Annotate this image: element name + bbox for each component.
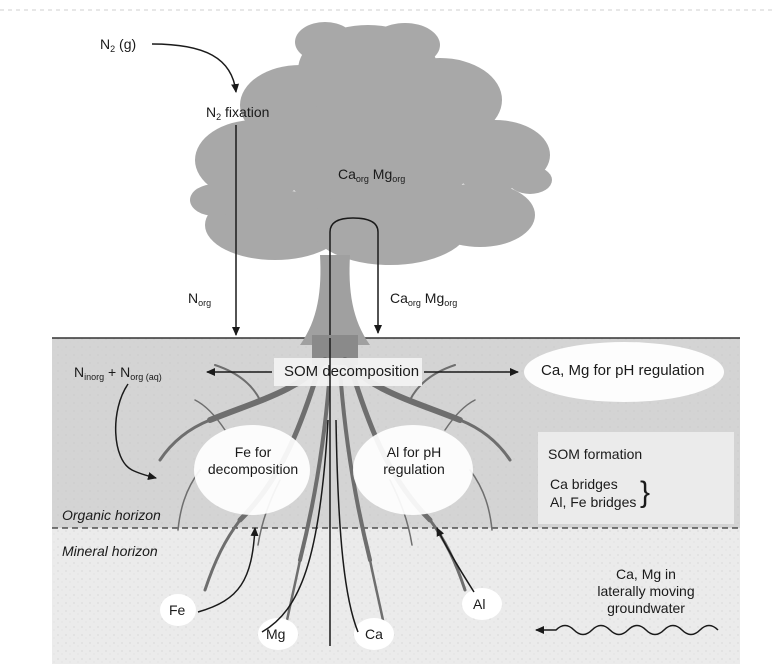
n-inorg-aq-label: Ninorg + Norg (aq)	[74, 364, 162, 385]
fe-decomposition-line1: Fe for	[204, 444, 302, 461]
bridges-brace: }	[640, 476, 650, 510]
n2-to-fixation-arrow	[152, 44, 236, 92]
fe-decomposition-line2: decomposition	[204, 461, 302, 478]
al-label: Al	[473, 596, 485, 612]
mineral-horizon-label: Mineral horizon	[62, 543, 158, 559]
organic-horizon-label: Organic horizon	[62, 507, 161, 523]
tree-trunk	[300, 255, 370, 345]
groundwater-label: Ca, Mg in laterally moving groundwater	[586, 566, 706, 617]
groundwater-line1: Ca, Mg in	[586, 566, 706, 583]
som-formation-label: SOM formation	[548, 446, 642, 463]
som-decomposition-label: SOM decomposition	[284, 364, 419, 380]
groundwater-line2: laterally moving	[586, 583, 706, 600]
ca-mg-org-litter-label: Caorg Mgorg	[390, 290, 457, 311]
n-org-label: Norg	[188, 290, 211, 311]
al-fe-bridges-label: Al, Fe bridges	[550, 494, 636, 511]
tree-canopy	[190, 22, 552, 265]
ca-bridges-label: Ca bridges	[550, 476, 618, 493]
fe-label: Fe	[169, 602, 185, 618]
n2-gas-label: N2 (g)	[100, 36, 136, 57]
fe-decomposition-label: Fe for decomposition	[204, 444, 302, 478]
groundwater-line3: groundwater	[586, 600, 706, 617]
mg-label: Mg	[266, 626, 285, 642]
al-ph-label: Al for pH regulation	[370, 444, 458, 478]
al-ph-line1: Al for pH	[370, 444, 458, 461]
al-ph-line2: regulation	[370, 461, 458, 478]
ca-label: Ca	[365, 626, 383, 642]
ca-mg-org-canopy-label: Caorg Mgorg	[338, 166, 405, 187]
n2-fixation-label: N2 fixation	[206, 104, 269, 125]
ca-mg-ph-label: Ca, Mg for pH regulation	[541, 363, 704, 379]
